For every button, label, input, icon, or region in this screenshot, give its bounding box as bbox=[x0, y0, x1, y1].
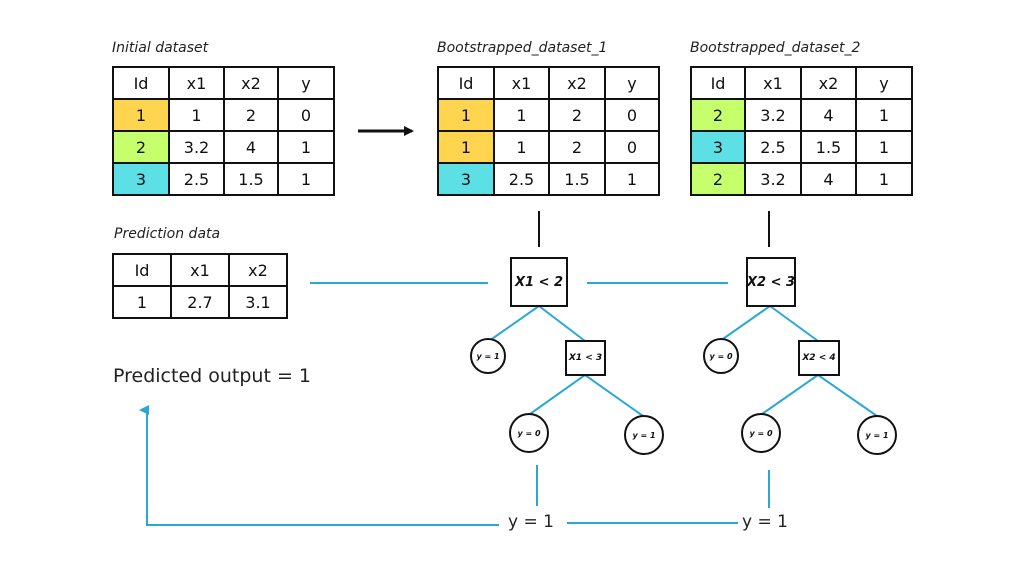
cell: 3.2 bbox=[744, 98, 802, 132]
header-cell: x1 bbox=[744, 66, 802, 100]
tree2-inner-node: X2 < 4 bbox=[798, 340, 840, 376]
table-header-row: Id x1 x2 y bbox=[112, 66, 335, 100]
bootstrapped-dataset-2-table: Id x1 x2 y 2 3.2 4 1 3 2.5 1.5 1 2 3.2 4… bbox=[690, 66, 913, 196]
tree1-inner-node: X1 < 3 bbox=[565, 340, 606, 376]
prediction-data-caption: Prediction data bbox=[114, 226, 221, 242]
cell: 2.5 bbox=[493, 162, 550, 196]
tree2-output-label: y = 1 bbox=[742, 512, 788, 532]
cell: 0 bbox=[604, 98, 660, 132]
tree2-edge-root-left bbox=[719, 305, 771, 342]
cell: 1 bbox=[493, 98, 550, 132]
cell: 2.7 bbox=[170, 285, 230, 319]
id-cell: 1 bbox=[437, 98, 495, 132]
header-cell: x2 bbox=[228, 253, 288, 287]
header-cell: x1 bbox=[493, 66, 550, 100]
tree1-root-node: X1 < 2 bbox=[510, 257, 568, 307]
cell: 1 bbox=[277, 162, 335, 196]
aggregation-arrow bbox=[139, 405, 499, 526]
cell: 3.1 bbox=[228, 285, 288, 319]
table-header-row: Id x1 x2 y bbox=[437, 66, 660, 100]
cell: 1 bbox=[112, 285, 172, 319]
id-cell: 2 bbox=[690, 98, 746, 132]
cell: 2 bbox=[548, 98, 606, 132]
tree2-edge-inner-right bbox=[817, 374, 878, 417]
tree1-left-leaf: y = 1 bbox=[470, 338, 506, 374]
table-header-row: Id x1 x2 bbox=[112, 253, 288, 287]
header-cell: Id bbox=[690, 66, 746, 100]
id-cell: 3 bbox=[437, 162, 495, 196]
tree1-output-label: y = 1 bbox=[508, 512, 554, 532]
header-cell: y bbox=[855, 66, 913, 100]
tree2-root-node: X2 < 3 bbox=[746, 257, 796, 307]
cell: 1.5 bbox=[223, 162, 279, 196]
cell: 2 bbox=[548, 130, 606, 164]
id-cell: 3 bbox=[690, 130, 746, 164]
table-row: 3 2.5 1.5 1 bbox=[437, 162, 660, 196]
cell: 0 bbox=[604, 130, 660, 164]
tree1-edge-root-inner bbox=[538, 305, 586, 342]
bootstrapped-dataset-1-table: Id x1 x2 y 1 1 2 0 1 1 2 0 3 2.5 1.5 1 bbox=[437, 66, 660, 196]
header-cell: Id bbox=[112, 66, 170, 100]
table-row: 1 2.7 3.1 bbox=[112, 285, 288, 319]
id-cell: 2 bbox=[690, 162, 746, 196]
table-row: 1 1 2 0 bbox=[437, 130, 660, 164]
cell: 1 bbox=[855, 130, 913, 164]
bootstrapped-dataset-1-caption: Bootstrapped_dataset_1 bbox=[437, 40, 608, 56]
id-cell: 1 bbox=[112, 98, 170, 132]
cell: 2.5 bbox=[744, 130, 802, 164]
header-cell: x2 bbox=[548, 66, 606, 100]
initial-dataset-caption: Initial dataset bbox=[112, 40, 209, 56]
id-cell: 1 bbox=[437, 130, 495, 164]
initial-dataset-table: Id x1 x2 y 1 1 2 0 2 3.2 4 1 3 2.5 1.5 1 bbox=[112, 66, 335, 196]
tree1-edge-root-left bbox=[488, 305, 540, 342]
header-cell: y bbox=[277, 66, 335, 100]
prediction-data-table: Id x1 x2 1 2.7 3.1 bbox=[112, 253, 288, 319]
header-cell: Id bbox=[112, 253, 172, 287]
cell: 1 bbox=[168, 98, 225, 132]
cell: 0 bbox=[277, 98, 335, 132]
id-cell: 3 bbox=[112, 162, 170, 196]
cell: 1 bbox=[855, 162, 913, 196]
cell: 1 bbox=[493, 130, 550, 164]
header-cell: Id bbox=[437, 66, 495, 100]
table-row: 2 3.2 4 1 bbox=[112, 130, 335, 164]
tree1-edge-inner-left bbox=[529, 374, 586, 415]
bootstrapped-dataset-2-caption: Bootstrapped_dataset_2 bbox=[690, 40, 861, 56]
tree2-edge-inner-left bbox=[761, 374, 819, 415]
table-row: 2 3.2 4 1 bbox=[690, 162, 913, 196]
cell: 2.5 bbox=[168, 162, 225, 196]
table-row: 3 2.5 1.5 1 bbox=[112, 162, 335, 196]
tree2-inner-right-leaf: y = 1 bbox=[857, 415, 897, 455]
tree1-edge-inner-right bbox=[584, 374, 644, 417]
tree2-inner-left-leaf: y = 0 bbox=[741, 413, 781, 453]
cell: 1.5 bbox=[800, 130, 857, 164]
table-row: 2 3.2 4 1 bbox=[690, 98, 913, 132]
cell: 4 bbox=[800, 98, 857, 132]
cell: 1 bbox=[855, 98, 913, 132]
header-cell: y bbox=[604, 66, 660, 100]
tree2-edge-root-inner bbox=[769, 305, 819, 342]
table-header-row: Id x1 x2 y bbox=[690, 66, 913, 100]
table-row: 1 1 2 0 bbox=[437, 98, 660, 132]
header-cell: x2 bbox=[223, 66, 279, 100]
tree1-inner-left-leaf: y = 0 bbox=[509, 413, 549, 453]
header-cell: x2 bbox=[800, 66, 857, 100]
cell: 1 bbox=[277, 130, 335, 164]
predicted-output-label: Predicted output = 1 bbox=[113, 365, 311, 387]
table-row: 3 2.5 1.5 1 bbox=[690, 130, 913, 164]
cell: 4 bbox=[223, 130, 279, 164]
cell: 3.2 bbox=[168, 130, 225, 164]
cell: 1 bbox=[604, 162, 660, 196]
header-cell: x1 bbox=[170, 253, 230, 287]
table-row: 1 1 2 0 bbox=[112, 98, 335, 132]
cell: 4 bbox=[800, 162, 857, 196]
cell: 3.2 bbox=[744, 162, 802, 196]
header-cell: x1 bbox=[168, 66, 225, 100]
cell: 2 bbox=[223, 98, 279, 132]
id-cell: 2 bbox=[112, 130, 170, 164]
tree1-inner-right-leaf: y = 1 bbox=[624, 415, 664, 455]
cell: 1.5 bbox=[548, 162, 606, 196]
tree2-left-leaf: y = 0 bbox=[703, 338, 739, 374]
